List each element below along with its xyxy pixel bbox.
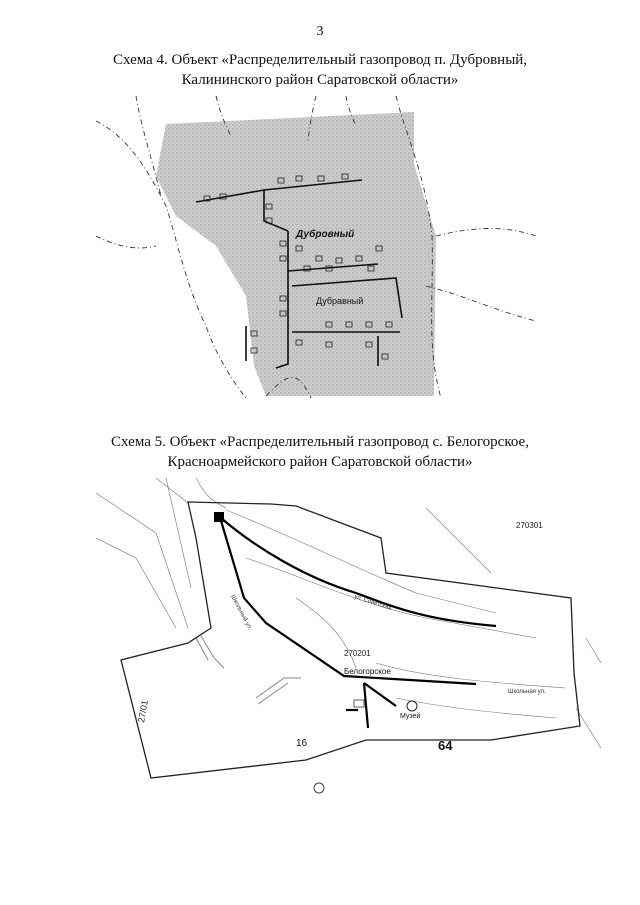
parcel-lines [96,478,601,749]
street-school-label: Школьная ул. [508,689,546,695]
object-boundary [120,501,581,779]
connection-point-marker [214,512,224,522]
settlement-label-alt: Дубравный [316,296,363,306]
block-270201: 270201 [344,649,371,658]
settlement-label: Дубровный [295,228,354,240]
terrain-shapes [195,635,301,705]
street-shkolny-label: Школьный ул. [229,594,254,632]
scheme5-caption: Схема 5. Объект «Распределительный газоп… [0,432,640,472]
block-270301: 270301 [516,521,543,530]
scheme5-caption-line1: Схема 5. Объект «Распределительный газоп… [111,434,529,450]
scheme5-caption-line2: Красноармейского район Саратовской облас… [167,454,473,470]
scheme4-caption-line1: Схема 4. Объект «Распределительный газоп… [112,52,528,68]
number-16: 16 [296,738,308,749]
dashed-boundaries [96,96,536,398]
gas-pipeline [195,179,403,369]
village-label: Белогорское [344,667,391,676]
settlement-shaded-area [156,112,436,396]
building-marker [353,699,365,708]
benchmark-icon [313,782,325,794]
scheme4-caption: Схема 4. Объект «Распределительный газоп… [0,50,640,90]
scheme4-map: Дубровный Дубравный [96,96,536,398]
house-markers [203,173,393,360]
museum-icon [406,700,418,712]
page-number: 3 [316,24,324,39]
scheme4-caption-line2: Калининского район Саратовской области» [181,72,459,88]
scheme5-map: 270301 270201 Белогорское Музей Школьная… [96,478,601,794]
number-64: 64 [438,738,453,753]
gas-pipeline [217,513,497,729]
side-label: 27/01 [136,699,150,723]
museum-label: Музей [400,712,420,720]
